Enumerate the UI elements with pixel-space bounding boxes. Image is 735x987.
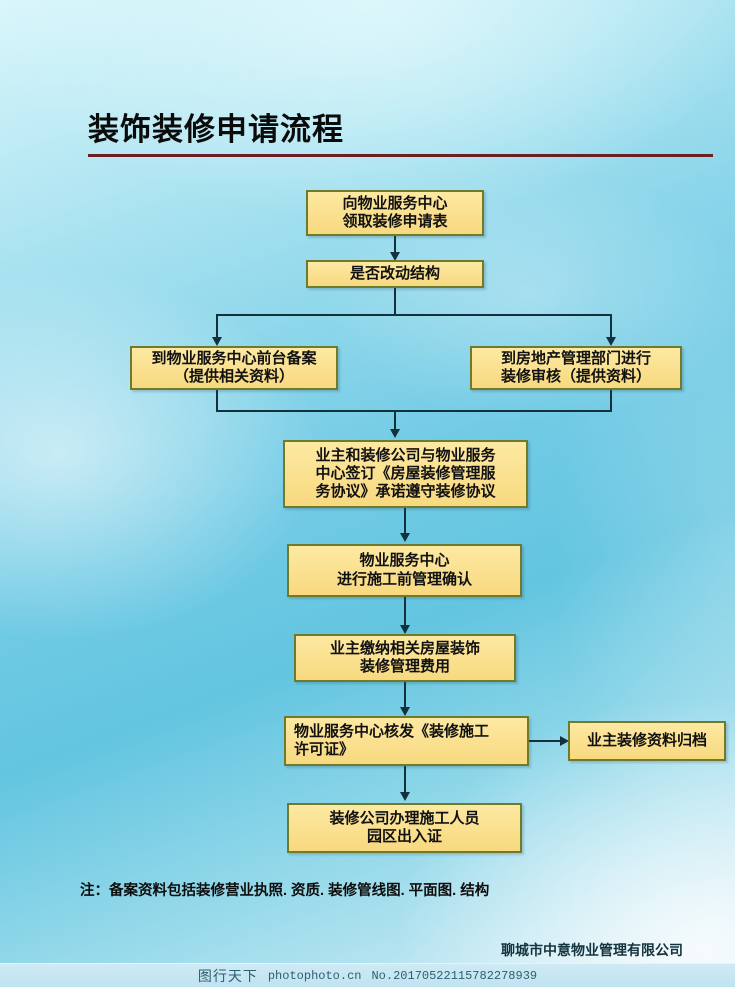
flow-node-front-desk-filing[interactable]: 到物业服务中心前台备案 （提供相关资料） (130, 346, 338, 390)
flow-node-issue-permit[interactable]: 物业服务中心核发《装修施工 许可证》 (284, 716, 529, 766)
arrow-branch-left (212, 337, 222, 346)
title-underline (88, 154, 713, 157)
connector-n7-n8 (404, 682, 406, 710)
connector-branch-left-drop (216, 314, 218, 340)
watermark-brand: 图行天下 (197, 967, 258, 984)
connector-n6-n7 (404, 597, 406, 628)
arrow-merge-n5 (390, 429, 400, 438)
arrow-n7-n8 (400, 707, 410, 716)
connector-n1-n2 (394, 236, 396, 255)
page-title: 装饰装修申请流程 (88, 108, 718, 157)
arrow-n1-n2 (390, 252, 400, 261)
flow-node-pre-construction-confirm[interactable]: 物业服务中心 进行施工前管理确认 (287, 544, 522, 597)
connector-n8-n10 (404, 766, 406, 795)
watermark-id: No.20170522115782278939 (371, 968, 538, 983)
company-name: 聊城市中意物业管理有限公司 (501, 942, 683, 958)
arrow-n8-n9 (560, 736, 569, 746)
connector-n4-merge-drop (610, 390, 612, 412)
connector-merge-stem (394, 410, 396, 432)
flow-node-structure-decision[interactable]: 是否改动结构 (306, 260, 484, 288)
flow-node-worker-passes[interactable]: 装修公司办理施工人员 园区出入证 (287, 803, 522, 853)
watermark-bar: 图行天下 photophoto.cn No.201705221157822789… (0, 963, 735, 987)
connector-n8-n9 (529, 740, 565, 742)
flow-node-pay-fees[interactable]: 业主缴纳相关房屋装饰 装修管理费用 (294, 634, 516, 682)
flow-node-sign-agreement[interactable]: 业主和装修公司与物业服务 中心签订《房屋装修管理服 务协议》承诺遵守装修协议 (283, 440, 528, 508)
arrow-n6-n7 (400, 625, 410, 634)
connector-branch-right-drop (610, 314, 612, 340)
flow-node-apply-form[interactable]: 向物业服务中心 领取装修申请表 (306, 190, 484, 236)
connector-merge-bar (216, 410, 612, 412)
arrow-branch-right (606, 337, 616, 346)
connector-n2-branch-stem (394, 288, 396, 315)
watermark-site: photophoto.cn (267, 968, 362, 983)
footnote-text: 注：备案资料包括装修营业执照. 资质. 装修管线图. 平面图. 结构 (80, 883, 490, 899)
arrow-n8-n10 (400, 792, 410, 801)
arrow-n5-n6 (400, 533, 410, 542)
flow-node-archive-records[interactable]: 业主装修资料归档 (568, 721, 726, 761)
page-title-text: 装饰装修申请流程 (88, 112, 344, 147)
connector-n5-n6 (404, 508, 406, 536)
flow-node-realestate-review[interactable]: 到房地产管理部门进行 装修审核（提供资料） (470, 346, 682, 390)
connector-branch-bar (216, 314, 612, 316)
connector-n3-merge-drop (216, 390, 218, 412)
